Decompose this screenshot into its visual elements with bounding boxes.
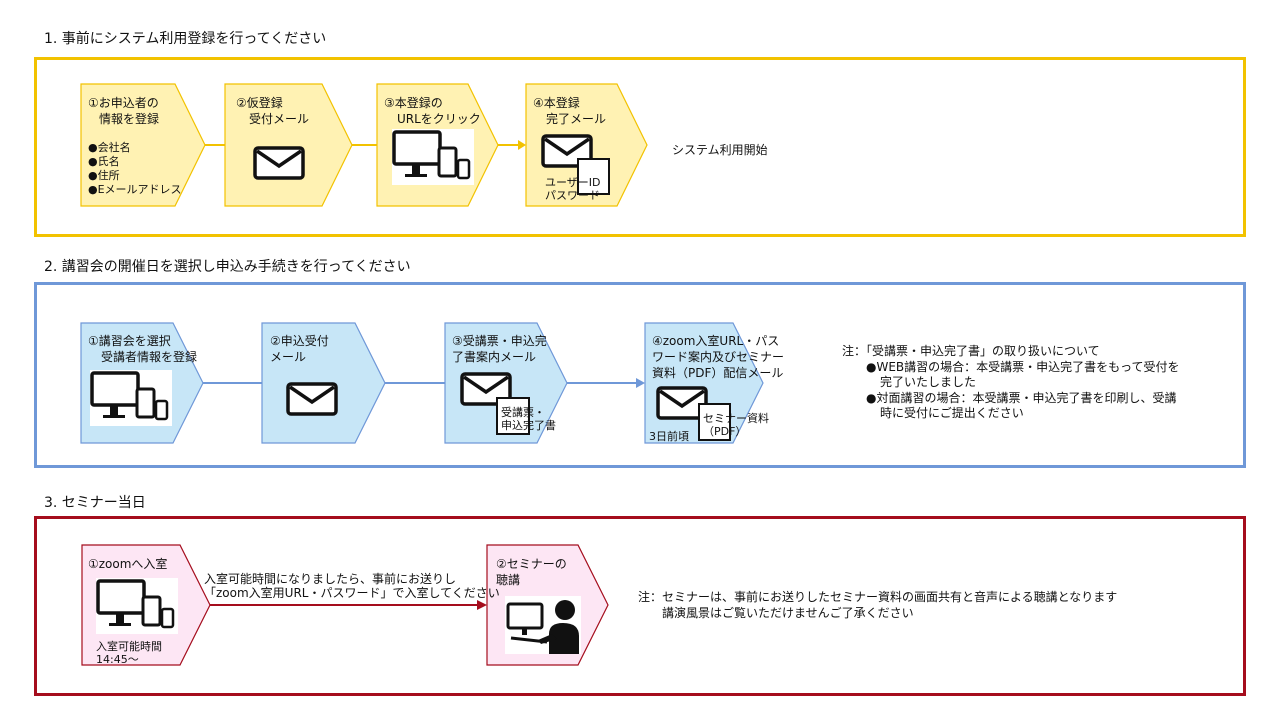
- s2-step1-line2: 受講者情報を登録: [101, 350, 198, 364]
- mail-icon: [656, 386, 708, 420]
- s1-step1-shape: [80, 83, 206, 207]
- s1-step1-item: ●Eメールアドレス: [88, 183, 182, 196]
- devices-icon: [90, 370, 172, 426]
- s1-step4-doc-line2: パスワード: [545, 189, 600, 202]
- s1-step1-item: ●住所: [88, 169, 120, 182]
- s2-note-line: ●対面講習の場合：本受講票・申込完了書を印刷し、受講: [866, 391, 1177, 405]
- s2-arrowhead: [636, 378, 645, 388]
- section1-frame: [34, 57, 1246, 237]
- s1-step1-item: ●氏名: [88, 155, 120, 168]
- s3-arrow-text-2: 「zoom入室用URL・パスワード」で入室してください: [204, 586, 500, 600]
- s1-arrowhead: [518, 140, 526, 150]
- s1-step1-line1: ①お申込者の: [88, 96, 159, 110]
- s2-step3-doc-line1: 受講票・: [501, 406, 545, 419]
- s2-step3-line1: ③受講票・申込完: [452, 334, 547, 348]
- mail-icon: [286, 382, 338, 416]
- s3-entry-time-label: 入室可能時間: [96, 640, 162, 653]
- s3-entry-time: 14:45～: [96, 653, 139, 666]
- s1-step2-line2: 受付メール: [249, 112, 310, 126]
- s2-note-line: 完了いたしました: [880, 375, 977, 389]
- document-icon: [698, 403, 731, 441]
- mail-icon: [253, 146, 305, 180]
- s1-step3-line2: URLをクリック: [397, 112, 481, 126]
- s2-note-line: 時に受付にご提出ください: [880, 406, 1024, 420]
- mail-icon: [460, 372, 512, 406]
- s1-step1-item: ●会社名: [88, 141, 131, 154]
- s3-note-line-2: 講演風景はご覧いただけませんご了承ください: [662, 606, 914, 620]
- s1-step4-line1: ④本登録: [533, 96, 580, 110]
- s2-note-title: 注：「受講票・申込完了書」の取り扱いについて: [842, 344, 1100, 358]
- devices-icon: [96, 578, 178, 634]
- s2-step4-line2: ワード案内及びセミナー: [652, 350, 785, 364]
- section3-heading: 3. セミナー当日: [44, 495, 146, 511]
- document-icon: [496, 397, 530, 435]
- section2-frame: [34, 282, 1246, 468]
- s1-step4-doc-line1: ユーザーID: [545, 176, 601, 189]
- devices-icon: [392, 129, 474, 185]
- s2-step1-line1: ①講習会を選択: [88, 334, 171, 348]
- s2-step4-doc-line2: （PDF）: [703, 425, 747, 438]
- s3-step1-line1: ①zoomへ入室: [88, 557, 168, 571]
- section1-heading: 1. 事前にシステム利用登録を行ってください: [44, 31, 327, 47]
- s3-note-line-1: 注：セミナーは、事前にお送りしたセミナー資料の画面共有と音声による聴講となります: [638, 590, 1118, 604]
- s1-step3-line1: ③本登録の: [384, 96, 443, 110]
- s2-step2-line1: ②申込受付: [270, 334, 329, 348]
- s2-step3-line2: 了書案内メール: [452, 350, 537, 364]
- s2-note-line: ●WEB講習の場合：本受講票・申込完了書をもって受付を: [866, 360, 1180, 374]
- s1-step1-line2: 情報を登録: [99, 112, 160, 126]
- s2-step3-doc-line2: 申込完了書: [501, 419, 556, 432]
- section3-frame: [34, 516, 1246, 696]
- s2-step4-line1: ④zoom入室URL・パス: [652, 334, 780, 348]
- section2-heading: 2. 講習会の開催日を選択し申込み手続きを行ってください: [44, 259, 411, 275]
- s1-step2-line1: ②仮登録: [236, 96, 283, 110]
- s2-step4-doc-line1: セミナー資料: [703, 412, 769, 425]
- s1-result-text: システム利用開始: [672, 143, 768, 157]
- s2-step2-line2: メール: [270, 350, 307, 364]
- s3-step2-line2: 聴講: [496, 573, 521, 587]
- s1-step4-line2: 完了メール: [546, 112, 607, 126]
- document-icon: [577, 158, 610, 195]
- viewer-at-computer-icon: [505, 596, 581, 654]
- s2-step4-line3: 資料（PDF）配信メール: [652, 366, 784, 380]
- s2-step4-timing: 3日前頃: [649, 430, 689, 443]
- s3-arrow-text-1: 入室可能時間になりましたら、事前にお送りし: [204, 572, 457, 586]
- s3-step2-line1: ②セミナーの: [496, 557, 567, 571]
- s3-arrowhead: [477, 600, 487, 610]
